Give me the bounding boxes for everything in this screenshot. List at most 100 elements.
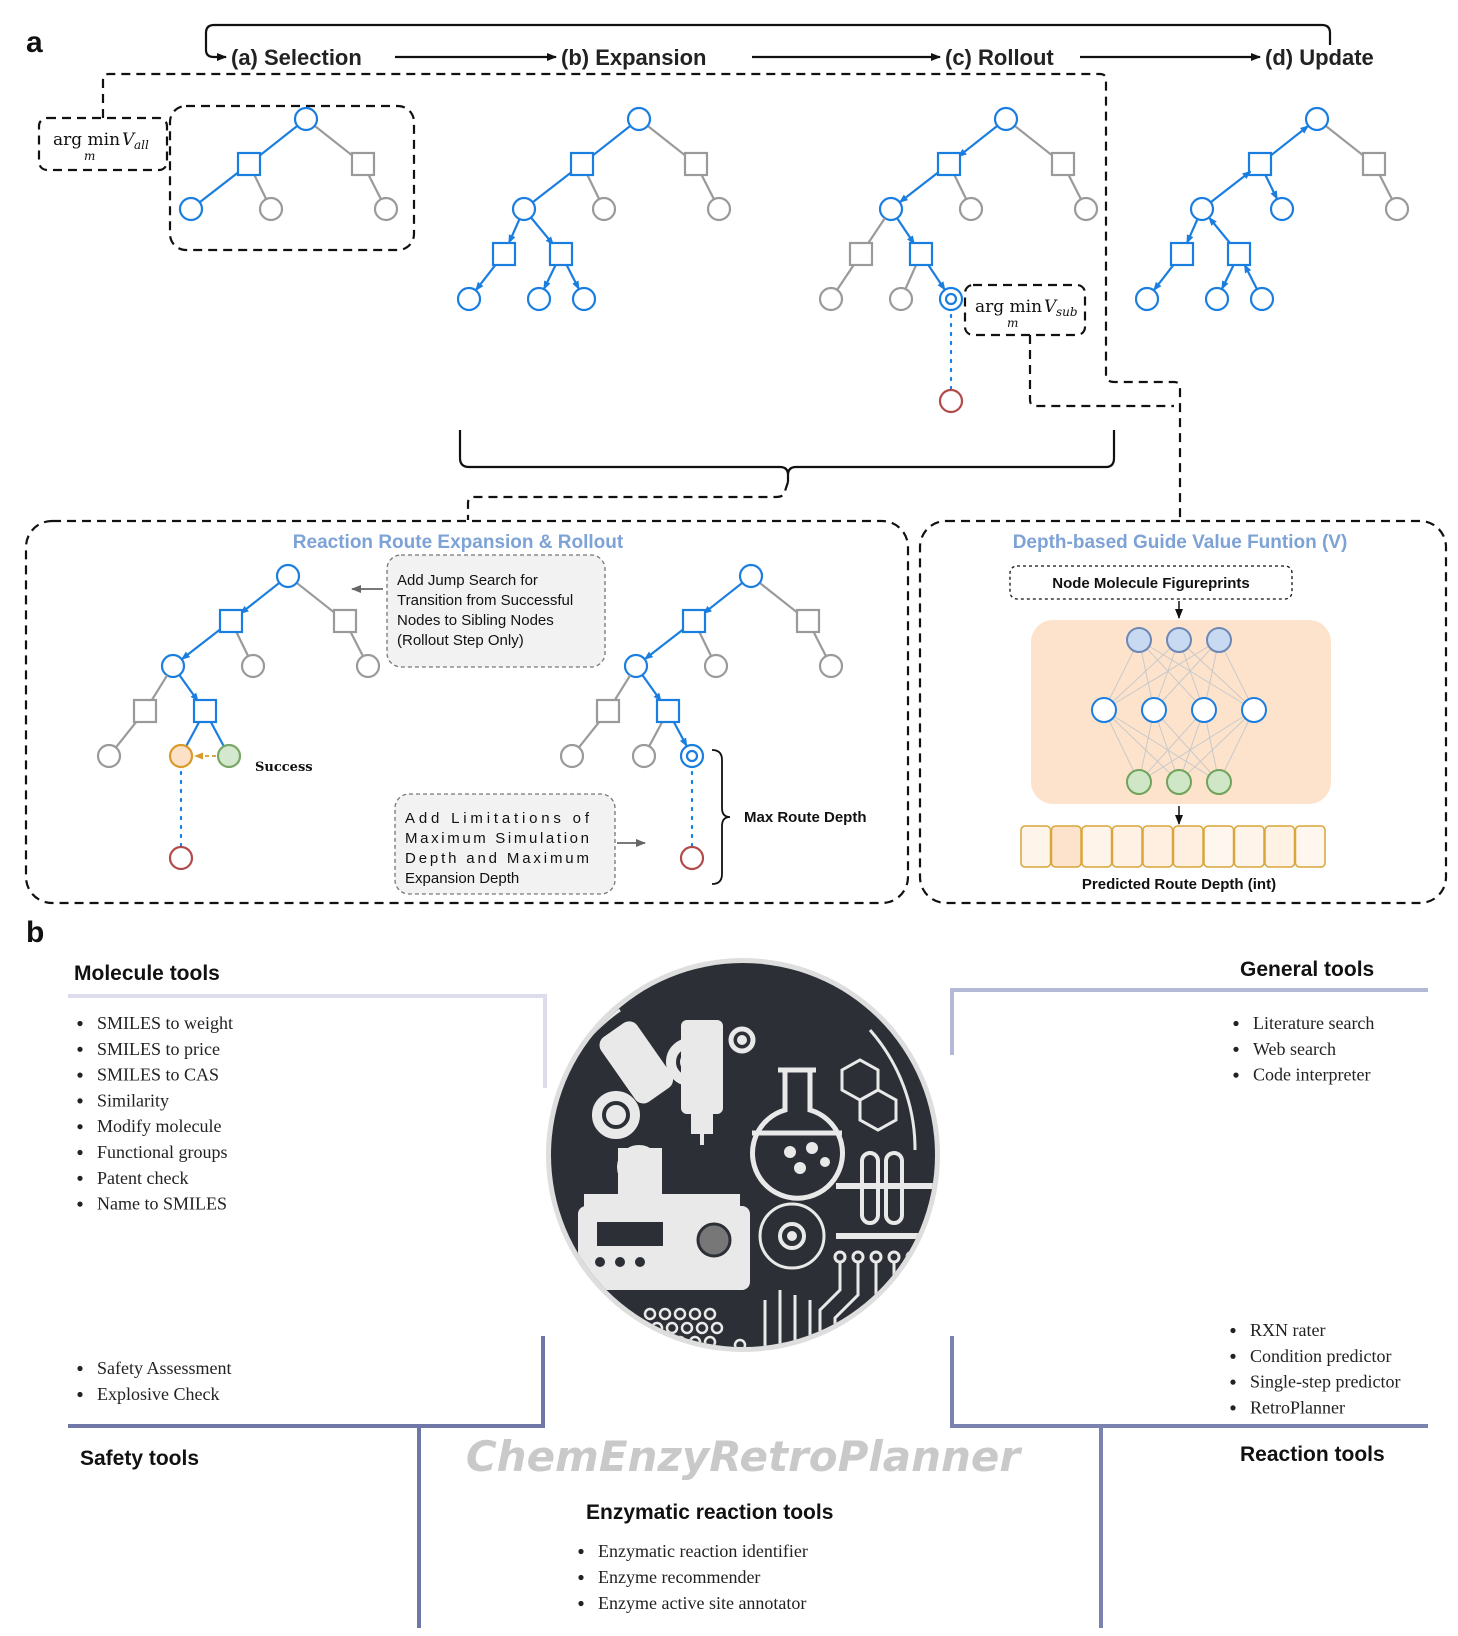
reaction-node	[795, 608, 821, 634]
molecule-node	[1304, 106, 1330, 132]
nn-connection	[1153, 709, 1220, 783]
tree-edge	[1243, 263, 1258, 290]
jump-target-node	[168, 743, 194, 769]
general-tool-item: Web search	[1253, 1039, 1336, 1059]
expansion-rollout-box	[24, 519, 910, 905]
jump-note-line: Transition from Successful	[397, 592, 573, 609]
tree-edge	[150, 674, 169, 702]
molecule-tool-bullet	[77, 1098, 83, 1104]
molecule-node	[178, 196, 204, 222]
reaction-node	[236, 151, 262, 177]
general-tool-bullet	[1233, 1046, 1239, 1052]
reaction-node	[655, 698, 681, 724]
nn-connection	[1138, 709, 1255, 783]
nn-connection	[1218, 709, 1255, 783]
brand-name: ChemEnzyRetroPlanner	[466, 1432, 1023, 1481]
depth-class-cell	[1294, 825, 1326, 868]
reaction-tool-item: Condition predictor	[1250, 1346, 1391, 1366]
enzymatic-tool-bullet	[578, 1548, 584, 1555]
reaction-node	[848, 241, 874, 267]
depth-class-cells	[1020, 825, 1326, 868]
tree-edge	[926, 263, 946, 291]
safety-tool-bullet	[77, 1391, 83, 1398]
depth-class-cell	[1233, 825, 1265, 868]
tree-edge	[507, 218, 521, 244]
panel-b-label: b	[26, 916, 44, 949]
molecule-tool-bullet	[77, 1124, 83, 1130]
molecule-node	[1204, 286, 1230, 312]
success-node	[216, 743, 242, 769]
dispenser-icon	[681, 1020, 723, 1145]
tree-edge	[1378, 174, 1393, 200]
enzymatic-tools-title: Enzymatic reaction tools	[586, 1501, 833, 1524]
molecule-node	[1249, 286, 1275, 312]
max-depth-label: Max Route Depth	[744, 809, 867, 826]
jump-note-line: Nodes to Sibling Nodes	[397, 612, 554, 629]
molecule-node	[878, 196, 904, 222]
depth-class-cell	[1050, 825, 1082, 868]
depth-class-cell	[1264, 825, 1296, 868]
step-label-rollout: (c) Rollout	[945, 45, 1054, 70]
general-tool-bullet	[1233, 1072, 1239, 1078]
molecule-tool-item: SMILES to CAS	[97, 1065, 219, 1085]
tree-edge	[698, 631, 713, 657]
molecule-node	[511, 196, 537, 222]
terminal-node	[679, 845, 705, 871]
selected-leaf-ring	[944, 292, 958, 306]
fingerprint-input-label: Node Molecule Figureprints	[1052, 575, 1250, 592]
rollout-formula-link-dashed	[1028, 335, 1174, 408]
nn-connection	[1218, 639, 1255, 711]
reaction-tool-bullet	[1230, 1327, 1236, 1334]
nn-connection	[1103, 639, 1220, 711]
tree-edge	[646, 124, 688, 158]
reaction-node	[1247, 151, 1273, 177]
brace-link-dashed	[466, 481, 790, 520]
molecule-node	[888, 286, 914, 312]
step-labels: (a) Selection (b) Expansion (c) Rollout …	[231, 45, 1374, 70]
reaction-node	[908, 241, 934, 267]
formula-select-op: arg min	[53, 130, 120, 150]
reaction-tool-item: Single-step predictor	[1250, 1372, 1400, 1392]
predicted-depth-label: Predicted Route Depth (int)	[1082, 876, 1276, 893]
reaction-node	[192, 698, 218, 724]
tree-edge	[530, 216, 555, 246]
molecule-tool-bullet	[77, 1020, 83, 1027]
molecule-tool-bullet	[77, 1175, 83, 1181]
atom-icon	[758, 1202, 826, 1270]
tree-edge	[1152, 262, 1176, 292]
depth-class-cell	[1111, 825, 1143, 868]
formula-rollout-var: V	[1044, 297, 1058, 317]
general-tool-item: Literature search	[1253, 1013, 1374, 1033]
tree-edge	[1264, 174, 1279, 201]
tree-edge	[896, 217, 916, 245]
reaction-tool-bullet	[1230, 1379, 1236, 1385]
molecule-node	[958, 196, 984, 222]
tree-edge	[758, 581, 800, 615]
molecule-node	[571, 286, 597, 312]
molecule-tool-bullet	[77, 1201, 83, 1207]
molecule-node	[1384, 196, 1410, 222]
general-tool-item: Code interpreter	[1253, 1065, 1370, 1085]
tree-edge	[532, 170, 574, 204]
tree-edge	[295, 581, 337, 615]
neural-network	[1091, 627, 1267, 795]
formula-rollout-under: m	[1007, 316, 1018, 330]
expansion-rollout-title: Reaction Route Expansion & Rollout	[293, 532, 624, 553]
reaction-node	[350, 151, 376, 177]
nn-output-neuron	[1126, 769, 1152, 795]
tree-edge	[253, 174, 268, 200]
nn-connection	[1178, 709, 1255, 783]
nn-input-neuron	[1166, 627, 1192, 653]
jump-note-line: Add Jump Search for	[397, 572, 538, 589]
step-label-update: (d) Update	[1265, 45, 1374, 70]
depth-class-cell	[1142, 825, 1174, 868]
tree-edge	[1220, 264, 1235, 291]
molecule-node	[993, 106, 1019, 132]
molecule-tool-bullet	[77, 1149, 83, 1156]
reaction-tools-title: Reaction tools	[1240, 1443, 1385, 1466]
formula-rollout: arg min V sub m	[963, 283, 1087, 337]
tree-edge	[313, 124, 355, 158]
tree-edge	[235, 631, 250, 657]
